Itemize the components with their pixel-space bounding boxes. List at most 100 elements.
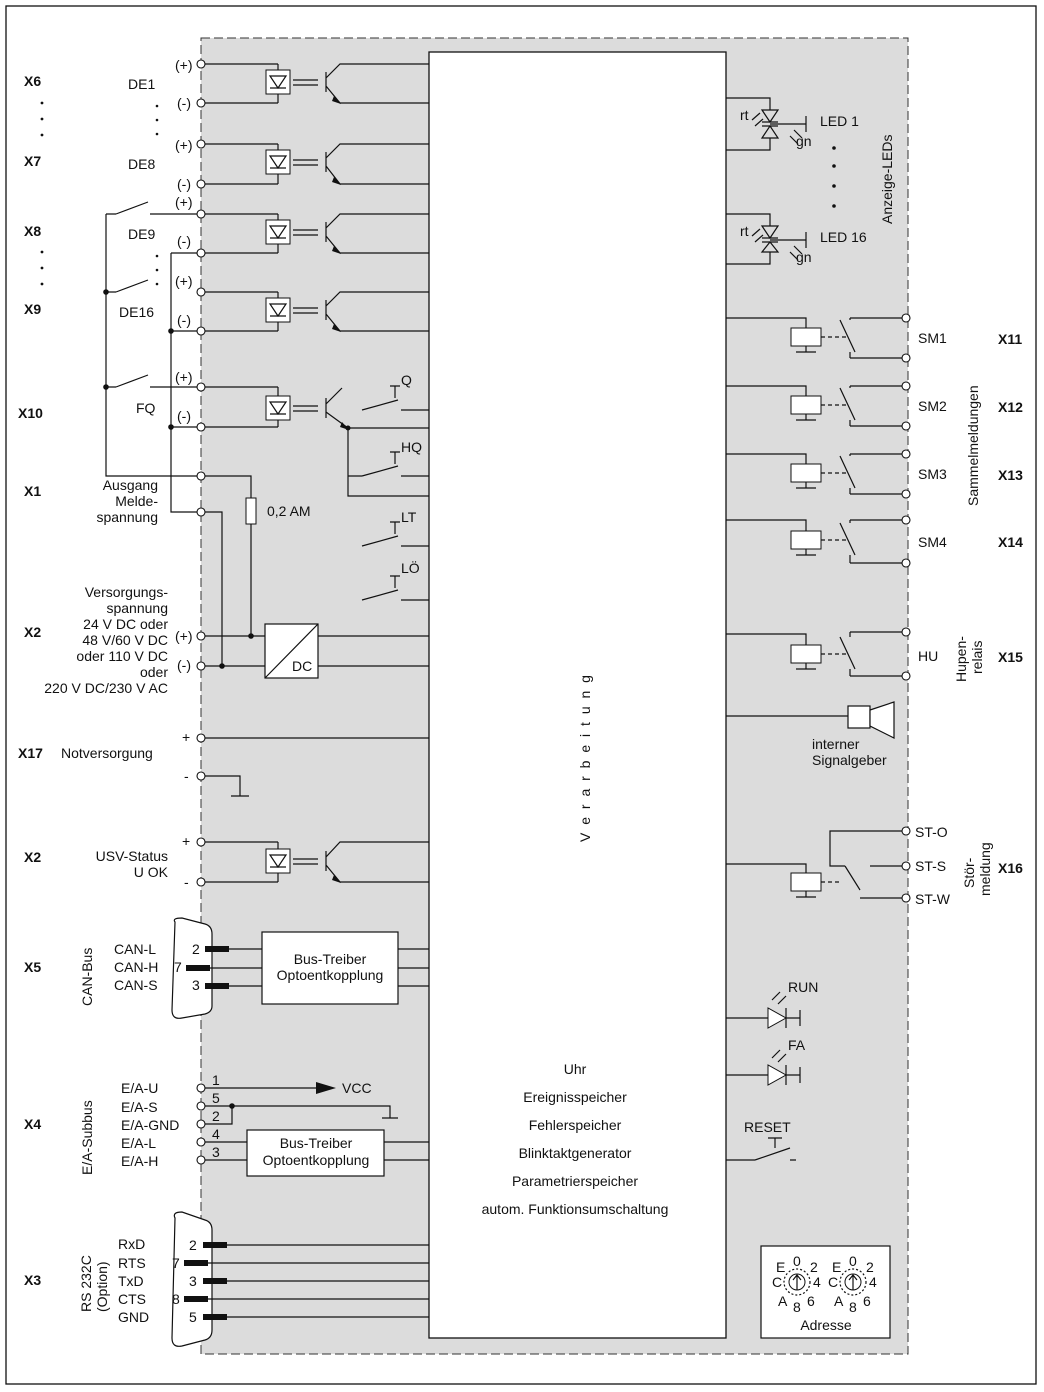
label-rs-pin-7: 7 <box>172 1255 180 1271</box>
processing-title: V e r a r b e i t u n g <box>577 673 593 842</box>
label-adresse: Adresse <box>800 1317 852 1333</box>
led-dots <box>832 146 836 208</box>
label-supply-6: oder <box>140 664 168 680</box>
label-meldung: meldung <box>977 842 993 896</box>
label-ea-driver-2: Optoentkopplung <box>263 1152 370 1168</box>
label-can-h: CAN-H <box>114 959 158 975</box>
rs232-wiring <box>171 1211 429 1347</box>
svg-text:C: C <box>828 1274 838 1290</box>
label-usv-status: USV-Status <box>96 848 168 864</box>
input-opto-de16 <box>201 291 429 332</box>
label-fq: FQ <box>136 400 156 416</box>
label-rts: RTS <box>118 1255 146 1271</box>
svg-text:2: 2 <box>866 1259 874 1275</box>
svg-text:E: E <box>832 1259 841 1275</box>
label-ea-s: E/A-S <box>121 1099 158 1115</box>
label-usv-minus: - <box>184 874 189 890</box>
connector-x10: X10 <box>18 405 43 421</box>
label-sm1: SM1 <box>918 330 947 346</box>
label-cts: CTS <box>118 1291 146 1307</box>
label-de1: DE1 <box>128 76 155 92</box>
label-run: RUN <box>788 979 818 995</box>
relay-hu <box>726 631 906 677</box>
label-de9: DE9 <box>128 226 155 242</box>
svg-text:2: 2 <box>810 1259 818 1275</box>
input-opto-de9 <box>201 213 429 254</box>
connector-x17: X17 <box>18 745 43 761</box>
label-lt: LT <box>401 509 417 525</box>
connector-x2-usv: X2 <box>24 849 41 865</box>
function-error-memory: Fehlerspeicher <box>529 1117 622 1133</box>
connector-x1: X1 <box>24 483 41 499</box>
label-ea-pin-4: 4 <box>212 1126 220 1142</box>
label-rs-pin-8: 8 <box>172 1291 180 1307</box>
supply-wiring <box>201 475 429 797</box>
label-sammelmeldungen: Sammelmeldungen <box>965 385 981 506</box>
relay-sm2 <box>726 385 906 427</box>
label-lo: LÖ <box>401 559 420 576</box>
label-rs232: RS 232C <box>78 1255 94 1312</box>
label-ea-u: E/A-U <box>121 1080 158 1096</box>
label-signalgeber: Signalgeber <box>812 752 887 768</box>
connector-x3: X3 <box>24 1272 41 1288</box>
label-ea-pin-5: 5 <box>212 1090 220 1106</box>
usv-opto <box>201 841 429 883</box>
label-supply-minus: (-) <box>177 657 191 673</box>
label-can-l: CAN-L <box>114 941 156 957</box>
input-opto-de8 <box>201 143 429 185</box>
label-led16-rt: rt <box>740 223 749 239</box>
label-ea-gnd: E/A-GND <box>121 1117 179 1133</box>
label-ea-h: E/A-H <box>121 1153 158 1169</box>
label-vcc: VCC <box>342 1080 372 1096</box>
connector-x16: X16 <box>998 860 1023 876</box>
label-can-pin-3: 3 <box>192 977 200 993</box>
function-event-memory: Ereignisspeicher <box>523 1089 627 1105</box>
label-led-1: LED 1 <box>820 113 859 129</box>
label-notv-minus: - <box>184 768 189 784</box>
connector-x2-supply: X2 <box>24 624 41 640</box>
label-rs232-option: (Option) <box>94 1261 110 1312</box>
label-stoer: Stör- <box>961 857 977 888</box>
label-gnd: GND <box>118 1309 149 1325</box>
label-st-w: ST-W <box>915 891 951 907</box>
external-input-wiring <box>103 201 201 513</box>
label-can-driver-1: Bus-Treiber <box>294 951 367 967</box>
svg-text:A: A <box>834 1293 844 1309</box>
label-q: Q <box>401 372 412 388</box>
label-led-16: LED 16 <box>820 229 867 245</box>
label-rxd: RxD <box>118 1236 145 1252</box>
relay-sm1 <box>726 317 906 359</box>
connector-x11: X11 <box>998 331 1022 347</box>
label-minus-3: (-) <box>177 233 191 249</box>
fa-led <box>726 1049 801 1086</box>
connector-x6: X6 <box>24 73 41 89</box>
label-can-pin-7: 7 <box>174 959 182 975</box>
label-plus-1: (+) <box>175 57 193 73</box>
input-opto-de1 <box>201 63 429 104</box>
label-relais: relais <box>969 641 985 674</box>
label-st-o: ST-O <box>915 824 948 840</box>
led-1 <box>726 97 807 151</box>
label-st-s: ST-S <box>915 858 946 874</box>
svg-text:8: 8 <box>849 1299 857 1315</box>
label-ea-pin-2: 2 <box>212 1108 220 1124</box>
address-dial-digits: 0 2 4 6 8 A C E 0 2 4 6 8 A C E <box>772 1253 877 1315</box>
label-supply-3: 24 V DC oder <box>83 616 168 632</box>
function-parameter-memory: Parametrierspeicher <box>512 1173 638 1189</box>
function-auto-switch: autom. Funktionsumschaltung <box>482 1201 669 1217</box>
relay-sm4 <box>726 519 906 564</box>
svg-text:0: 0 <box>849 1253 857 1269</box>
label-supply-5: oder 110 V DC <box>76 648 168 664</box>
can-bus-wiring <box>171 917 429 1019</box>
label-dc: DC <box>292 658 312 674</box>
connector-x4: X4 <box>24 1116 41 1132</box>
label-melde: Melde- <box>115 493 158 509</box>
label-supply-7: 220 V DC/230 V AC <box>44 680 168 696</box>
connector-x13: X13 <box>998 467 1023 483</box>
svg-text:E: E <box>776 1259 785 1275</box>
label-fa: FA <box>788 1037 806 1053</box>
label-led16-gn: gn <box>796 249 812 265</box>
input-opto-fq <box>201 386 429 497</box>
connector-x5: X5 <box>24 959 41 975</box>
